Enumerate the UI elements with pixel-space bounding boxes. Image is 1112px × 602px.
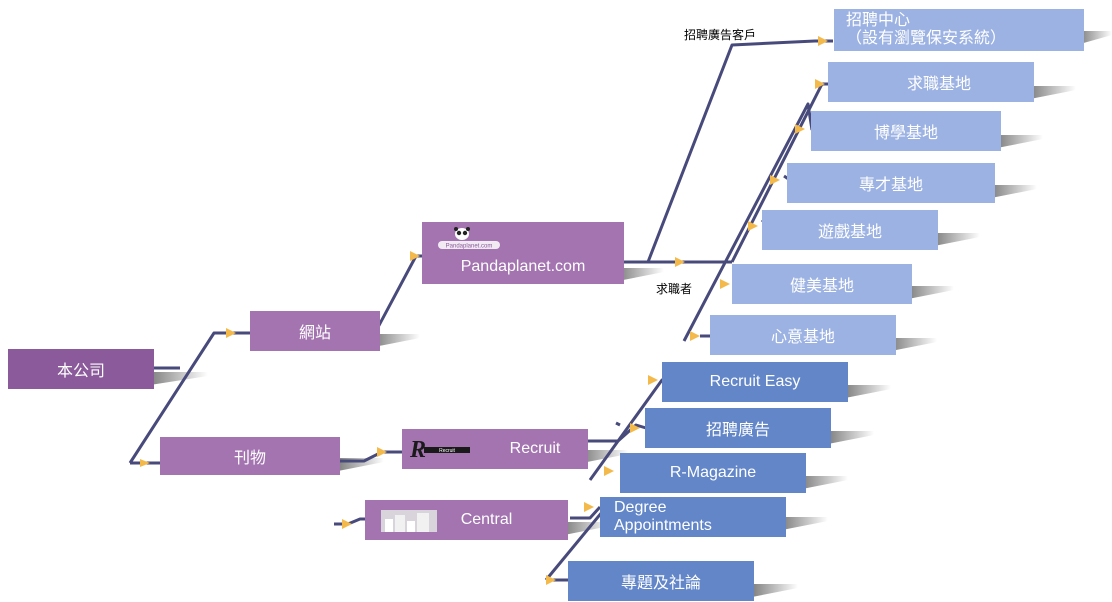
central-label: Central xyxy=(460,511,513,528)
publications-label: 刊物 xyxy=(233,450,266,467)
recruit-easy-label: Recruit Easy xyxy=(709,373,801,390)
recruitment-ads-box: 招聘廣告 xyxy=(645,408,831,448)
recruitment-centre-box: 招聘中心 （設有瀏覽保安系統） xyxy=(834,9,1084,51)
talent-base-label: 專才基地 xyxy=(858,177,923,194)
pandaplanet-logo: Pandaplanet.com xyxy=(438,227,500,250)
root-company-label: 本公司 xyxy=(56,363,105,380)
r-magazine-label: R-Magazine xyxy=(669,464,757,481)
recruitment-ads-label: 招聘廣告 xyxy=(705,422,770,439)
heart-base-label: 心意基地 xyxy=(770,329,835,346)
game-base-box: 遊戲基地 xyxy=(762,210,938,250)
central-logo xyxy=(381,510,437,532)
degree-appointments-line1: Degree xyxy=(614,499,667,516)
job-base-box: 求職基地 xyxy=(828,62,1034,102)
heart-base-box: 心意基地 xyxy=(710,315,896,355)
r-magazine-box: R-Magazine xyxy=(620,453,806,493)
pandaplanet-label: Pandaplanet.com xyxy=(460,258,586,275)
recruitment-centre-line1: 招聘中心 xyxy=(846,12,911,29)
pandaplanet-box: Pandaplanet.com Pandaplanet.com xyxy=(422,222,624,284)
website-box: 網站 xyxy=(250,311,380,351)
recruit-label: Recruit xyxy=(509,440,561,457)
learning-base-label: 博學基地 xyxy=(873,125,938,142)
features-editorials-label: 專題及社論 xyxy=(620,575,701,592)
recruitment-centre-line2: （設有瀏覽保安系統） xyxy=(846,30,1007,47)
fitness-base-label: 健美基地 xyxy=(789,278,854,295)
advertiser-clients-label: 招聘廣告客戶 xyxy=(684,28,757,42)
learning-base-box: 博學基地 xyxy=(811,111,1001,151)
website-label: 網站 xyxy=(298,325,331,342)
features-editorials-box: 專題及社論 xyxy=(568,561,754,601)
root-company-box: 本公司 xyxy=(8,349,154,389)
svg-text:R: R xyxy=(409,437,426,459)
degree-appointments-line2: Appointments xyxy=(614,517,712,534)
recruit-box: R Recruit Recruit xyxy=(402,429,588,469)
game-base-label: 遊戲基地 xyxy=(817,224,882,241)
recruit-logo: R Recruit xyxy=(409,437,470,459)
recruit-easy-box: Recruit Easy xyxy=(662,362,848,402)
degree-appointments-box: Degree Appointments xyxy=(600,497,786,537)
recruit-logo-text: Recruit xyxy=(439,448,455,454)
jobseekers-label: 求職者 xyxy=(656,282,693,296)
publications-box: 刊物 xyxy=(160,437,340,475)
pandaplanet-logo-text: Pandaplanet.com xyxy=(446,244,493,250)
talent-base-box: 專才基地 xyxy=(787,163,995,203)
central-box: Central xyxy=(365,500,568,540)
fitness-base-box: 健美基地 xyxy=(732,264,912,304)
job-base-label: 求職基地 xyxy=(906,76,971,93)
